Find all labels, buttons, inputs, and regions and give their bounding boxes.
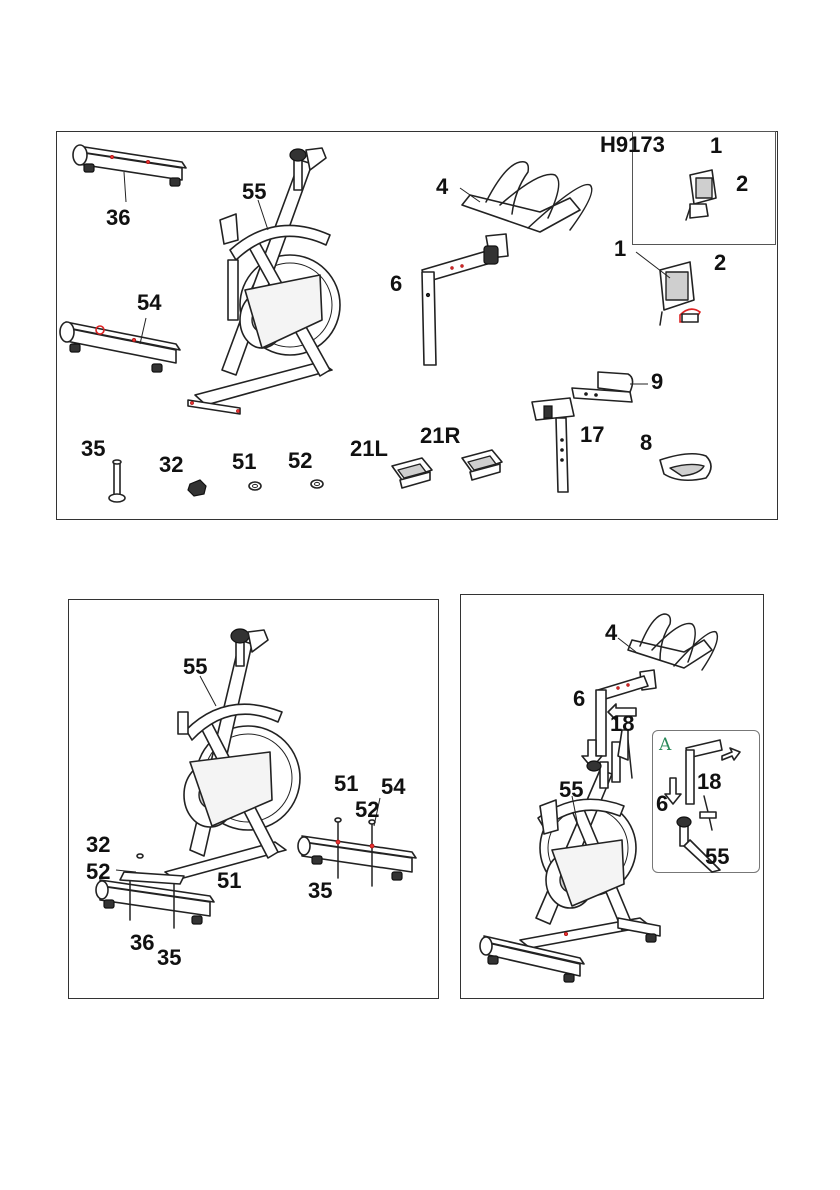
step2-label-4: 4 bbox=[605, 622, 617, 644]
step2-label-6: 6 bbox=[573, 688, 585, 710]
step2-label-18: 18 bbox=[610, 713, 634, 735]
inset-a-label-55: 55 bbox=[705, 846, 729, 868]
step2-label-55: 55 bbox=[559, 779, 583, 801]
inset-a-label-6: 6 bbox=[656, 793, 668, 815]
inset-a-label-18: 18 bbox=[697, 771, 721, 793]
step2-frame-55 bbox=[480, 730, 660, 982]
inset-a-label: A bbox=[659, 737, 671, 754]
